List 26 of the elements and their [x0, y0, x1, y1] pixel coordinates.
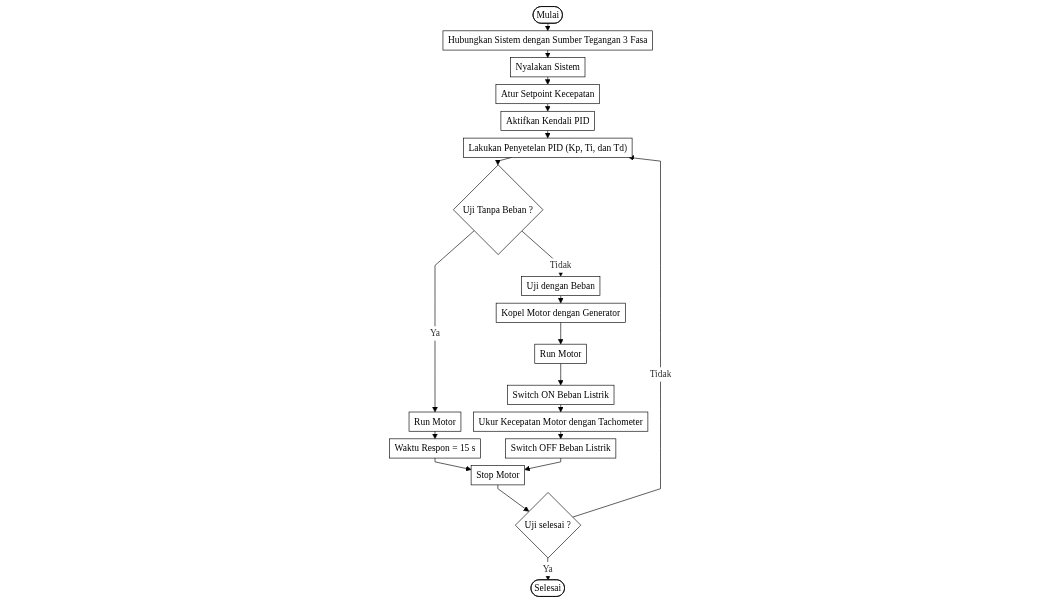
arrow	[557, 404, 564, 413]
node-box: Uji dengan Beban	[520, 276, 600, 296]
node-box: Atur Setpoint Kecepatan	[495, 84, 600, 105]
edge-label: Ya	[542, 563, 553, 574]
node-box: Run Motor	[408, 411, 461, 432]
node-box: Switch OFF Beban Listrik	[504, 438, 616, 459]
arrow	[544, 76, 551, 85]
node-box: Lakukan Penyetelan PID (Kp, Ti, dan Td)	[462, 137, 632, 158]
node-box: Hubungkan Sistem dengan Sumber Tegangan 3 Fasa	[442, 30, 653, 51]
node-box: Run Motor	[534, 343, 587, 364]
node-box: Kopel Motor dengan Generator	[495, 302, 626, 323]
edge-label: Tidak	[649, 369, 671, 380]
arrow	[544, 103, 551, 112]
node-diamond: Uji selesai ?	[514, 492, 581, 559]
node-box: Stop Motor	[470, 465, 525, 486]
node-diamond: Uji Tanpa Beban ?	[452, 164, 543, 255]
node-box: Ukur Kecepatan Motor dengan Tachometer	[472, 411, 648, 432]
edge-label: Tidak	[549, 260, 572, 271]
node-box: Switch ON Beban Listrik	[506, 384, 614, 405]
node-box: Waktu Respon = 15 s	[388, 438, 481, 459]
arrow	[557, 295, 564, 304]
arrow	[544, 23, 551, 32]
node-box: Nyalakan Sistem	[509, 57, 585, 78]
edge-label: Ya	[429, 328, 440, 339]
node-box: Aktifkan Kendali PID	[500, 110, 595, 131]
arrow	[544, 130, 551, 139]
